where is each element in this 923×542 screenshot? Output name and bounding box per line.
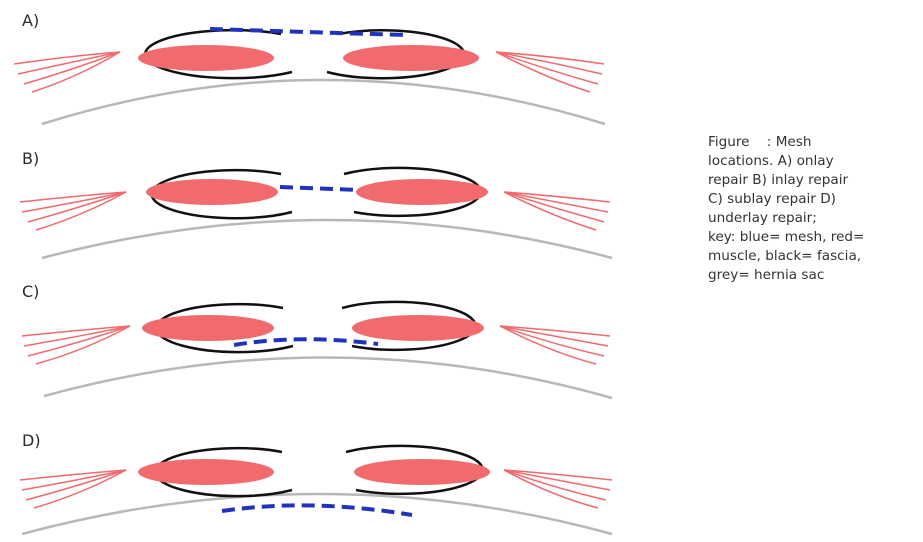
caption-line: Figure : Mesh xyxy=(708,133,920,152)
panel-label-b: B) xyxy=(22,149,39,168)
hernia-sac xyxy=(44,357,612,398)
caption-line: C) sublay repair D) xyxy=(708,190,920,209)
caption-line: muscle, black= fascia, xyxy=(708,247,920,266)
caption-line: key: blue= mesh, red= xyxy=(708,228,920,247)
panel-a: A) xyxy=(14,11,605,124)
panel-c: C) xyxy=(22,282,612,398)
panel-label-a: A) xyxy=(22,11,39,30)
muscle-fibers-right xyxy=(500,326,610,364)
muscle-right xyxy=(356,179,488,205)
hernia-sac xyxy=(42,220,612,258)
mesh xyxy=(234,339,378,345)
muscle-left xyxy=(146,179,278,205)
muscle-fibers-left xyxy=(20,192,126,230)
muscle-fibers-left xyxy=(14,52,120,92)
muscle-left xyxy=(138,45,274,71)
muscle-left xyxy=(142,315,274,341)
muscle-fibers-right xyxy=(504,470,612,508)
muscle-right xyxy=(352,315,484,341)
panel-d: D) xyxy=(20,431,612,534)
caption-line: grey= hernia sac xyxy=(708,266,920,285)
muscle-right xyxy=(354,459,490,485)
mesh xyxy=(280,187,360,190)
muscle-fibers-left xyxy=(22,326,130,364)
caption-line: locations. A) onlay xyxy=(708,152,920,171)
mesh xyxy=(222,505,412,515)
panel-b: B) xyxy=(20,149,612,258)
muscle-fibers-right xyxy=(496,52,604,92)
panel-label-c: C) xyxy=(22,282,39,301)
caption-line: underlay repair; xyxy=(708,209,920,228)
muscle-fibers-left xyxy=(20,470,126,508)
muscle-right xyxy=(343,45,479,71)
hernia-sac xyxy=(22,494,612,534)
hernia-sac xyxy=(42,80,605,124)
muscle-left xyxy=(138,459,274,485)
panel-label-d: D) xyxy=(22,431,41,450)
caption-line: repair B) inlay repair xyxy=(708,171,920,190)
muscle-fibers-right xyxy=(504,192,610,230)
